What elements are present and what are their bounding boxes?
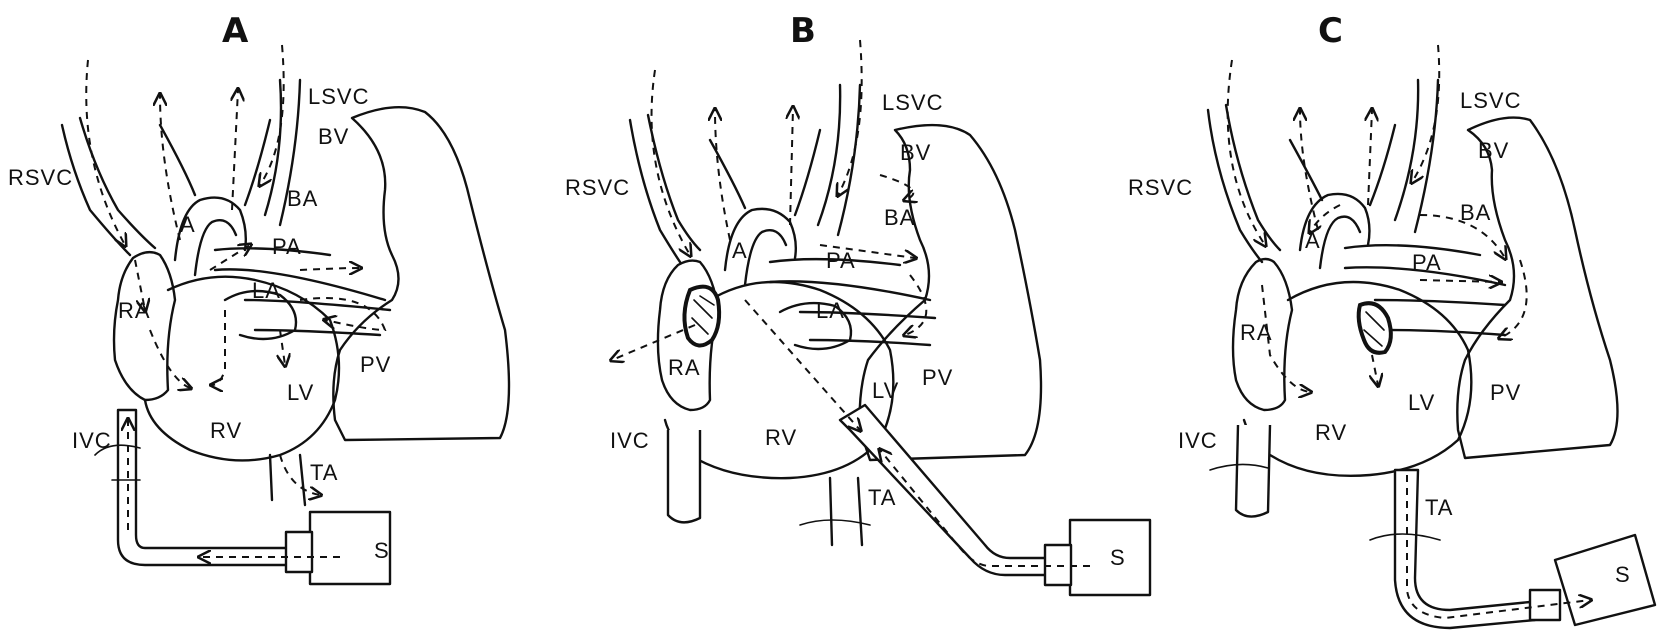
label-lv: LV xyxy=(287,380,314,405)
label-lv: LV xyxy=(872,378,899,403)
right-atrium-a xyxy=(114,252,175,400)
label-pa: PA xyxy=(272,234,302,259)
venous-cannula-a xyxy=(118,410,300,565)
label-ra: RA xyxy=(118,298,151,323)
panel-a: A xyxy=(8,11,509,584)
lung-outline-a xyxy=(333,107,509,440)
flow-arrow xyxy=(1368,110,1372,205)
label-a: A xyxy=(180,212,196,237)
label-rv: RV xyxy=(1315,420,1347,445)
label-la: LA xyxy=(816,298,845,323)
panel-title-c: C xyxy=(1318,11,1343,51)
label-a: A xyxy=(1305,228,1321,253)
label-pv: PV xyxy=(922,365,953,390)
label-ivc: IVC xyxy=(1178,428,1218,453)
label-rsvc: RSVC xyxy=(565,175,630,200)
label-rv: RV xyxy=(210,418,242,443)
panel-c: C RSVC LSVC BV BA xyxy=(1128,11,1655,628)
flow-arrow xyxy=(905,275,926,335)
label-lsvc: LSVC xyxy=(882,90,943,115)
label-ba: BA xyxy=(287,186,318,211)
connector-a xyxy=(286,532,312,572)
flow-arrow xyxy=(300,268,360,270)
brachiocephalic-vessels-a xyxy=(160,80,300,225)
label-lsvc: LSVC xyxy=(308,84,369,109)
flow-arrow xyxy=(150,330,190,388)
descending-aorta-a xyxy=(270,455,305,505)
label-ra: RA xyxy=(668,355,701,380)
labels-a: RSVC LSVC BV BA A PA LA RA PV LV RV IVC … xyxy=(8,84,391,563)
panel-title-a: A xyxy=(222,11,249,51)
label-ba: BA xyxy=(1460,200,1491,225)
descending-aorta-b xyxy=(830,478,862,545)
label-bv: BV xyxy=(318,124,349,149)
ivc-stump-c xyxy=(1236,425,1270,517)
label-s: S xyxy=(1110,545,1126,570)
label-bv: BV xyxy=(900,140,931,165)
flow-arrow xyxy=(232,90,238,210)
flow-arrow xyxy=(160,95,180,240)
atrial-lesion-c xyxy=(1359,303,1391,353)
lung-outline-c xyxy=(1457,118,1617,458)
label-lv: LV xyxy=(1408,390,1435,415)
label-pv: PV xyxy=(360,352,391,377)
label-ta: TA xyxy=(868,485,896,510)
flow-arrow xyxy=(1372,355,1378,385)
label-la: LA xyxy=(252,278,281,303)
label-ba: BA xyxy=(884,205,915,230)
label-pa: PA xyxy=(826,248,856,273)
label-ta: TA xyxy=(1425,495,1453,520)
flow-arrow xyxy=(1228,60,1265,245)
labels-b: RSVC LSVC BV BA A PA LA RA PV LV RV IVC … xyxy=(565,90,1126,570)
label-s: S xyxy=(374,538,390,563)
label-rsvc: RSVC xyxy=(8,165,73,190)
flow-arrow xyxy=(212,310,225,385)
flow-arrow xyxy=(1300,110,1318,230)
rsvc-vessel-a xyxy=(62,118,155,255)
label-s: S xyxy=(1615,562,1631,587)
brachiocephalic-vessels-b xyxy=(710,85,860,235)
label-rsvc: RSVC xyxy=(1128,175,1193,200)
arterial-cannula-c xyxy=(1395,470,1535,628)
rsvc-vessel-b xyxy=(630,115,700,262)
label-a: A xyxy=(732,238,748,263)
rsvc-vessel-c xyxy=(1208,105,1280,262)
panel-title-b: B xyxy=(790,11,816,51)
ivc-stump-b xyxy=(668,430,700,522)
pump-s-c xyxy=(1555,535,1655,625)
panel-b: B RSVC LSVC BV xyxy=(565,11,1150,595)
label-pv: PV xyxy=(1490,380,1521,405)
label-ivc: IVC xyxy=(610,428,650,453)
flow-arrow xyxy=(652,70,690,255)
label-lsvc: LSVC xyxy=(1460,88,1521,113)
label-rv: RV xyxy=(765,425,797,450)
atrial-lesion-b xyxy=(684,287,719,346)
flow-arrow xyxy=(86,60,125,245)
label-ivc: IVC xyxy=(72,428,112,453)
label-ra: RA xyxy=(1240,320,1273,345)
label-ta: TA xyxy=(310,460,338,485)
label-bv: BV xyxy=(1478,138,1509,163)
flow-arrow xyxy=(790,108,793,225)
label-pa: PA xyxy=(1412,250,1442,275)
